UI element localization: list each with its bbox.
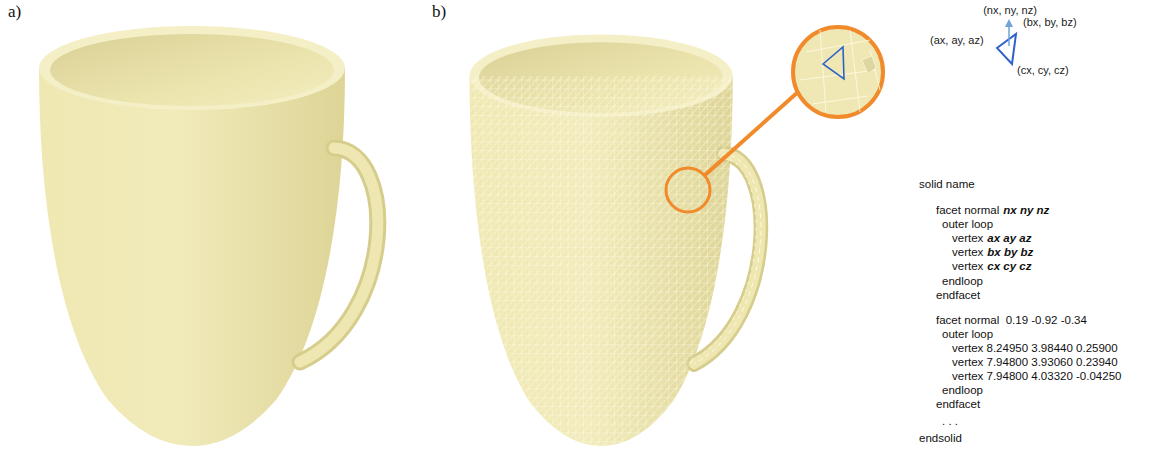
panel-letter: a) — [8, 2, 21, 22]
stl-text: endfacet — [936, 397, 980, 411]
stl-text: ax ay az — [987, 231, 1031, 245]
stl-text: vertex — [952, 259, 983, 273]
facet-triangle — [997, 19, 1016, 64]
stl-text: bx by bz — [987, 245, 1033, 259]
zoom-callout — [666, 27, 883, 212]
stl-text: facet normal 0.19 -0.92 -0.34 — [936, 313, 1087, 327]
stl-text: . . . — [942, 414, 958, 428]
stl-text: outer loop — [942, 217, 993, 231]
coordinate-label: (cx, cy, cz) — [1017, 63, 1069, 77]
stl-text: endsolid — [919, 431, 962, 445]
stl-text: endloop — [942, 383, 983, 397]
stl-text: nx ny nz — [1003, 203, 1049, 217]
stl-text: facet normal — [936, 203, 999, 217]
stl-text: vertex 7.94800 3.93060 0.23940 — [952, 355, 1118, 369]
stl-text: solid name — [919, 177, 975, 191]
stl-text: vertex 8.24950 3.98440 0.25900 — [952, 341, 1118, 355]
stl-text: vertex — [952, 231, 983, 245]
coordinate-label: (bx, by, bz) — [1023, 15, 1077, 29]
stl-text: outer loop — [942, 327, 993, 341]
stl-text: vertex — [952, 245, 983, 259]
panel-letter: b) — [432, 2, 446, 22]
stl-text: endloop — [942, 274, 983, 288]
coordinate-label: (ax, ay, az) — [930, 33, 984, 47]
coordinate-label: (nx, ny, nz) — [983, 3, 1037, 17]
stl-text: vertex 7.94800 4.03320 -0.04250 — [952, 369, 1121, 383]
stl-text: cx cy cz — [987, 259, 1031, 273]
stl-text: endfacet — [936, 288, 980, 302]
